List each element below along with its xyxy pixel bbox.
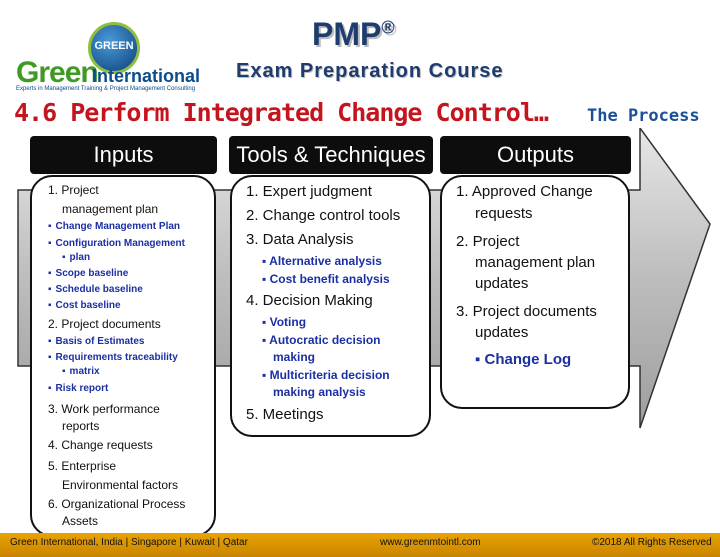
- slide-subtitle: The Process: [587, 106, 700, 126]
- inputs-header: Inputs: [30, 136, 217, 174]
- input-subitem-cont: matrix: [62, 364, 100, 379]
- input-item: 2. Project documents: [48, 317, 161, 331]
- logo-badge-text: GREEN: [94, 40, 134, 52]
- tool-subitem-text: Cost benefit analysis: [269, 272, 390, 286]
- input-item: 6. Organizational Process: [48, 497, 186, 511]
- slide-title: 4.6 Perform Integrated Change Control…: [14, 98, 549, 127]
- tool-item: 3. Data Analysis: [246, 231, 354, 248]
- tool-subitem-cont: making analysis: [273, 385, 366, 399]
- tool-item: 5. Meetings: [246, 406, 324, 423]
- input-subitem: Cost baseline: [48, 298, 121, 313]
- footer-website-link[interactable]: www.greenmtointl.com: [380, 537, 481, 548]
- outputs-header: Outputs: [440, 136, 631, 174]
- input-subitem-cont-text: plan: [69, 252, 91, 263]
- input-item: Environmental factors: [62, 478, 179, 492]
- tool-subitem: ▪ Autocratic decision: [262, 333, 381, 347]
- footer-locations: Green International, India | Singapore |…: [10, 537, 248, 548]
- logo-green-text: Green: [16, 56, 99, 89]
- tool-item: 4. Decision Making: [246, 292, 373, 309]
- tool-subitem: ▪ Alternative analysis: [262, 254, 382, 268]
- output-item: 1. Approved Change: [456, 183, 593, 200]
- input-subitem: Risk report: [48, 381, 109, 396]
- output-item: requests: [475, 205, 533, 222]
- input-subitem: Change Management Plan: [48, 219, 180, 234]
- tool-item: 2. Change control tools: [246, 207, 401, 224]
- input-subitem-cont-text: matrix: [69, 366, 100, 377]
- input-subitem: Basis of Estimates: [48, 334, 145, 349]
- input-subitem: Schedule baseline: [48, 282, 143, 297]
- tool-subitem: ▪ Multicriteria decision: [262, 368, 390, 382]
- inputs-box: 1. Project management plan Change Manage…: [30, 175, 216, 537]
- output-item: 2. Project: [456, 233, 520, 250]
- output-subitem-text: Change Log: [484, 351, 572, 368]
- output-item: updates: [475, 275, 529, 292]
- output-item: updates: [475, 324, 529, 341]
- registered-mark: ®: [381, 17, 395, 38]
- outputs-box: 1. Approved Change requests 2. Project m…: [440, 175, 630, 409]
- tool-item: 1. Expert judgment: [246, 183, 372, 200]
- tool-subitem: ▪ Voting: [262, 315, 307, 329]
- input-item: 1. Project: [48, 183, 99, 197]
- logo-international-text: International: [92, 66, 201, 86]
- input-subitem: Configuration Management: [48, 236, 185, 251]
- pmp-text: PMP: [312, 16, 382, 52]
- tool-subitem-text: Alternative analysis: [269, 254, 382, 268]
- output-item: management plan: [475, 254, 596, 271]
- input-item: Assets: [62, 514, 99, 528]
- pmp-title: PMP®: [312, 16, 395, 53]
- course-title: Exam Preparation Course: [236, 60, 504, 82]
- tool-subitem-text: Autocratic decision: [269, 333, 381, 347]
- tools-box: 1. Expert judgment 2. Change control too…: [230, 175, 431, 437]
- input-item: 5. Enterprise: [48, 459, 117, 473]
- footer-copyright: ©2018 All Rights Reserved: [592, 537, 712, 548]
- tool-subitem-text: Voting: [269, 315, 307, 329]
- logo-badge: GREEN: [88, 22, 140, 74]
- output-subitem: ▪ Change Log: [475, 351, 572, 368]
- tool-subitem-text: Multicriteria decision: [269, 368, 390, 382]
- tool-subitem: ▪ Cost benefit analysis: [262, 272, 390, 286]
- input-item: management plan: [62, 202, 159, 216]
- input-subitem-cont: plan: [62, 250, 91, 265]
- logo-tagline: Experts in Management Training & Project…: [16, 86, 196, 92]
- input-item: reports: [62, 419, 100, 433]
- input-subitem: Scope baseline: [48, 266, 129, 281]
- input-item: 3. Work performance: [48, 402, 160, 416]
- tool-subitem-cont: making: [273, 350, 316, 364]
- tools-header: Tools & Techniques: [229, 136, 433, 174]
- footer-bar: [0, 533, 720, 557]
- output-item: 3. Project documents: [456, 303, 597, 320]
- input-subitem: Requirements traceability: [48, 350, 178, 365]
- input-item: 4. Change requests: [48, 438, 153, 452]
